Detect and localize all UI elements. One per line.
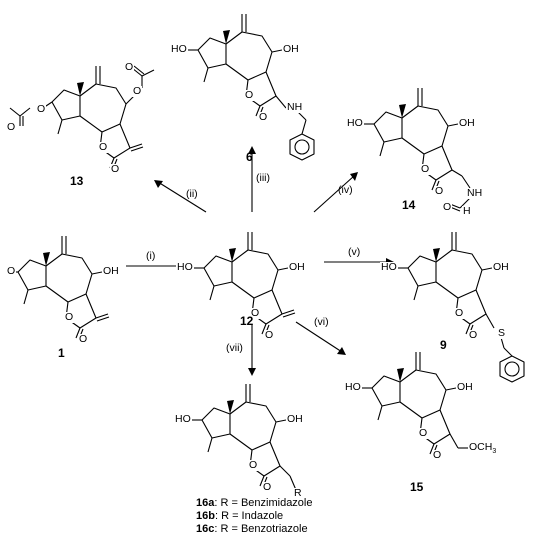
c1-oh: OH bbox=[102, 265, 120, 277]
c12-ho: HO bbox=[176, 261, 194, 273]
c9-s: S bbox=[497, 327, 507, 339]
legend-row-16b: 16b: R = Indazole bbox=[196, 510, 313, 523]
legend-id-16a: 16a bbox=[196, 497, 215, 509]
legend-row-16c: 16c: R = Benzotriazole bbox=[196, 523, 313, 536]
c16-ho: HO bbox=[174, 413, 192, 425]
legend-id-16b: 16b bbox=[196, 510, 215, 522]
c14-formyl-h: H bbox=[462, 205, 472, 217]
compound-label-6: 6 bbox=[246, 150, 253, 164]
compound-1-structure bbox=[8, 235, 110, 340]
compound-label-13: 13 bbox=[70, 174, 84, 188]
step-label-iv: (iv) bbox=[338, 184, 353, 196]
c13-ester-o: O bbox=[36, 103, 47, 115]
c15-carbonyl-o: O bbox=[432, 449, 443, 461]
legend-text-16b: : R = Indazole bbox=[214, 510, 284, 522]
compound-label-1: 1 bbox=[58, 346, 65, 360]
c9-carbonyl-o: O bbox=[468, 329, 479, 341]
compound-label-15: 15 bbox=[410, 480, 424, 494]
c13-acetyl-o-2: O bbox=[124, 61, 135, 73]
c16-carbonyl-o: O bbox=[262, 481, 273, 493]
c6-lactone-o: O bbox=[244, 89, 255, 101]
c14-ho: HO bbox=[346, 117, 364, 129]
legend-16: 16a: R = Benzimidazole 16b: R = Indazole… bbox=[196, 497, 313, 536]
c14-formyl-o: O bbox=[442, 201, 453, 213]
c9-ho: HO bbox=[380, 261, 398, 273]
c12-carbonyl-o: O bbox=[264, 329, 275, 341]
c15-lactone-o: O bbox=[418, 427, 429, 439]
step-label-vi: (vi) bbox=[314, 316, 329, 328]
legend-text-16a: : R = Benzimidazole bbox=[214, 497, 313, 509]
arrow-vi bbox=[295, 321, 346, 355]
c14-lactone-o: O bbox=[420, 163, 431, 175]
c13-ester-o-2: O bbox=[132, 85, 143, 97]
arrow-vii bbox=[248, 324, 256, 376]
c9-lactone-o: O bbox=[454, 307, 465, 319]
step-label-i: (i) bbox=[146, 250, 156, 262]
c13-acetyl-o: O bbox=[6, 121, 17, 133]
c14-oh: OH bbox=[458, 117, 476, 129]
c6-carbonyl-o: O bbox=[258, 111, 269, 123]
c6-oh: OH bbox=[282, 43, 300, 55]
compound-label-9: 9 bbox=[440, 338, 447, 352]
step-label-ii: (ii) bbox=[186, 188, 198, 200]
c16-oh: OH bbox=[286, 413, 304, 425]
c9-oh: OH bbox=[492, 261, 510, 273]
c16-r-group: R bbox=[293, 487, 303, 499]
arrow-ii bbox=[154, 180, 207, 213]
arrow-iii bbox=[248, 146, 256, 212]
arrow-iv bbox=[313, 172, 358, 213]
step-label-v: (v) bbox=[348, 246, 361, 258]
compound-6-structure bbox=[188, 13, 315, 161]
compound-13-structure bbox=[9, 65, 155, 170]
c14-nh: NH bbox=[466, 187, 484, 199]
c12-oh: OH bbox=[288, 261, 306, 273]
c13-lactone-o: O bbox=[98, 141, 109, 153]
c16-lactone-o: O bbox=[248, 459, 259, 471]
c15-oh: OH bbox=[456, 381, 474, 393]
legend-text-16c: : R = Benzotriazole bbox=[214, 523, 308, 535]
compound-label-14: 14 bbox=[402, 198, 416, 212]
c15-ho: HO bbox=[344, 381, 362, 393]
compound-16-structure bbox=[192, 383, 297, 491]
c12-lactone-o: O bbox=[250, 307, 261, 319]
c1-lactone-o: O bbox=[64, 311, 75, 323]
c6-ho: HO bbox=[170, 43, 188, 55]
compound-12-structure bbox=[194, 231, 296, 336]
legend-id-16c: 16c bbox=[196, 523, 215, 535]
compound-15-structure bbox=[362, 351, 468, 456]
c13-carbonyl-o: O bbox=[110, 163, 121, 175]
c1-ketone-o: O bbox=[6, 265, 17, 277]
step-label-vii: (vii) bbox=[226, 342, 243, 354]
legend-row-16a: 16a: R = Benzimidazole bbox=[196, 497, 313, 510]
c15-och3: OCH3 bbox=[468, 441, 498, 458]
c6-nh: NH bbox=[286, 101, 304, 113]
c1-carbonyl-o: O bbox=[78, 333, 89, 345]
compound-14-structure bbox=[364, 87, 471, 212]
step-label-iii: (iii) bbox=[256, 172, 270, 184]
compound-label-12: 12 bbox=[240, 314, 254, 328]
c14-carbonyl-o: O bbox=[434, 185, 445, 197]
